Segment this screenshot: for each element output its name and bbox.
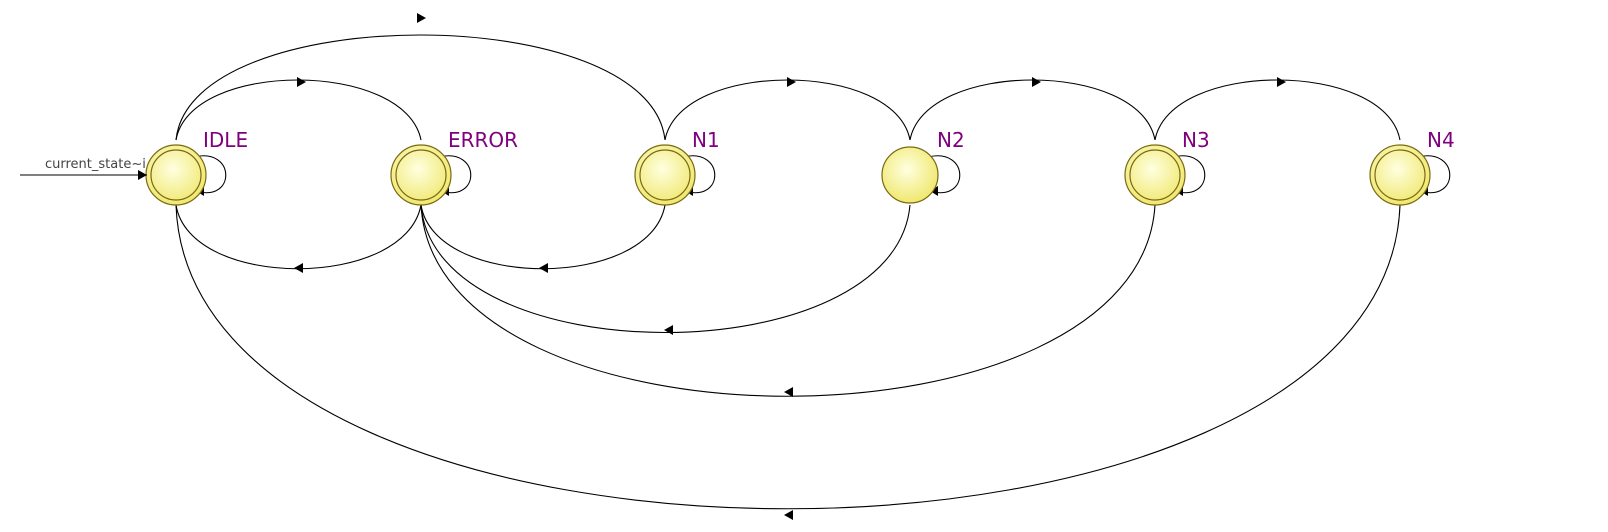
transition-idle-to-error (175, 77, 422, 141)
state-circle (881, 146, 939, 204)
transition-n1-to-n2 (664, 77, 911, 141)
transition-idle-to-n1 (175, 13, 666, 141)
state-circle (390, 144, 452, 206)
transition-n4-to-idle (175, 204, 1401, 520)
state-inner-ring (639, 149, 691, 201)
transitions-layer (175, 13, 1451, 520)
transition-n1-to-error (420, 204, 666, 273)
state-label: ERROR (448, 128, 518, 152)
state-label: IDLE (203, 128, 248, 152)
transition-n2-to-n2 (927, 155, 961, 196)
arrow-head (539, 263, 548, 273)
arrow-head (417, 13, 426, 23)
state-inner-ring (1374, 149, 1426, 201)
arrow-head (930, 186, 938, 196)
state-inner-ring (395, 149, 447, 201)
state-n3[interactable]: N3 (1124, 128, 1210, 206)
state-label: N4 (1427, 128, 1455, 152)
state-inner-ring (150, 149, 202, 201)
arrow-head (1277, 77, 1286, 87)
arrow-head (784, 510, 793, 520)
state-label: N1 (692, 128, 720, 152)
state-circle (145, 144, 207, 206)
arrow-head (664, 325, 673, 335)
arrow-head (297, 77, 306, 87)
state-label: N3 (1182, 128, 1210, 152)
reset-arrow-head (138, 170, 147, 180)
state-label: N2 (937, 128, 965, 152)
arrow-head (1032, 77, 1041, 87)
state-circle (634, 144, 696, 206)
transition-n2-to-n3 (909, 77, 1156, 141)
state-n4[interactable]: N4 (1369, 128, 1455, 206)
state-idle[interactable]: IDLE (145, 128, 248, 206)
arrow-head (294, 263, 303, 273)
arrow-head (787, 77, 796, 87)
state-n1[interactable]: N1 (634, 128, 720, 206)
state-circle (1124, 144, 1186, 206)
state-error[interactable]: ERROR (390, 128, 518, 206)
transition-n3-to-n4 (1154, 77, 1401, 141)
transition-error-to-idle (175, 204, 422, 273)
state-inner-ring (1129, 149, 1181, 201)
state-circle (1369, 144, 1431, 206)
reset-arrow-group: current_state~i (20, 157, 147, 180)
transition-n3-to-error (420, 204, 1156, 397)
states-layer: IDLE ERROR N1 N2 N3 N4 (145, 128, 1455, 206)
reset-label: current_state~i (45, 157, 146, 172)
state-n2[interactable]: N2 (881, 128, 965, 204)
transition-n2-to-error (420, 204, 911, 335)
arrow-head (784, 387, 793, 397)
